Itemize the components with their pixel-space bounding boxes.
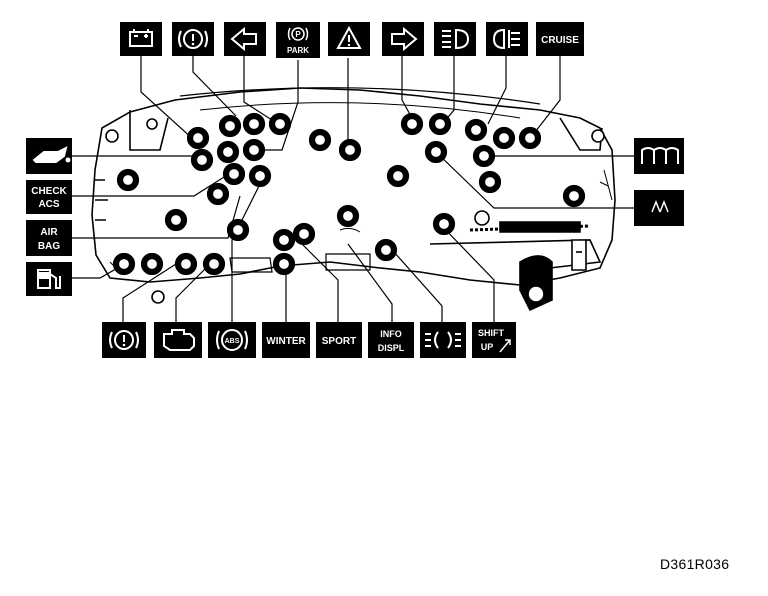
cruise-label: CRUISE xyxy=(541,35,579,46)
shift-label: SHIFT xyxy=(478,328,505,338)
diagram-code: D361R036 xyxy=(660,556,730,572)
info-display-box: INFO DISPL xyxy=(368,322,414,358)
bulb-sockets xyxy=(112,112,586,276)
abs-label: ABS xyxy=(225,338,240,345)
fuel-pump-icon xyxy=(37,269,61,289)
bulb-socket xyxy=(186,126,210,150)
brake-warning-box xyxy=(172,22,214,56)
turn-right-arrow-icon xyxy=(391,26,418,52)
displ-label: DISPL xyxy=(378,343,405,353)
sport-box: SPORT xyxy=(316,322,362,358)
frost-icon xyxy=(651,199,669,213)
oil-can-icon xyxy=(32,146,71,163)
glow-plug-icon xyxy=(641,147,679,164)
winter-label: WINTER xyxy=(266,336,306,347)
side-lights-icon xyxy=(425,331,461,349)
abs-icon xyxy=(216,329,248,351)
side-lights-box xyxy=(420,322,466,358)
frost-box xyxy=(634,190,684,226)
glow-plug-box xyxy=(634,138,684,174)
brake-warning-icon xyxy=(178,29,208,49)
park-label: PARK xyxy=(287,46,309,55)
abs-box: ABS xyxy=(208,322,256,358)
brake-system-box xyxy=(102,322,146,358)
air-label: AIR xyxy=(40,227,58,238)
high-beam-icon xyxy=(442,28,470,50)
brake-warning-icon xyxy=(109,330,139,350)
leader-lines xyxy=(72,54,634,322)
shift-up-box: SHIFT UP xyxy=(472,322,516,358)
airbag-box: AIR BAG xyxy=(26,220,72,256)
battery-warning-box xyxy=(120,22,162,56)
engine-icon xyxy=(163,329,195,351)
engine-box xyxy=(154,322,202,358)
gear-mechanism xyxy=(429,221,602,312)
turn-left-box xyxy=(224,22,266,56)
turn-right-box xyxy=(382,22,424,56)
high-beam-box xyxy=(434,22,476,56)
rear-fog-icon xyxy=(492,28,520,50)
cruise-box: CRUISE xyxy=(536,22,584,56)
park-brake-box: P PARK xyxy=(276,22,320,58)
check-acs-box: CHECK ACS xyxy=(26,180,72,214)
park-brake-icon xyxy=(287,27,309,41)
check-label: CHECK xyxy=(31,186,67,197)
oil-pressure-box xyxy=(26,138,72,174)
battery-icon xyxy=(129,29,153,47)
svg-text:P: P xyxy=(295,30,301,39)
hazard-warning-box xyxy=(328,22,370,56)
sport-label: SPORT xyxy=(322,336,356,347)
shift-arrow-icon xyxy=(499,339,511,353)
turn-left-arrow-icon xyxy=(230,26,257,52)
acs-label: ACS xyxy=(38,199,59,210)
bag-label: BAG xyxy=(38,241,60,252)
winter-box: WINTER xyxy=(262,322,310,358)
warning-triangle-icon xyxy=(336,25,362,49)
mounting-holes xyxy=(105,118,605,304)
fuel-box xyxy=(26,262,72,296)
up-label: UP xyxy=(481,342,494,352)
rear-fog-box xyxy=(486,22,528,56)
info-label: INFO xyxy=(380,329,402,339)
